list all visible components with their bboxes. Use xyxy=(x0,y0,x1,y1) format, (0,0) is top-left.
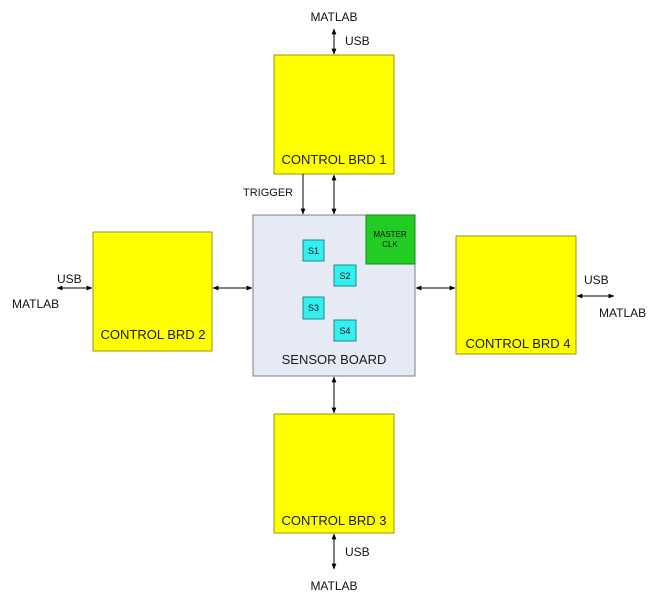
matlab-label-left: MATLAB xyxy=(12,297,59,311)
sensor-s1 xyxy=(302,239,325,262)
sensor-s3-label: S3 xyxy=(308,303,319,313)
control-board-3 xyxy=(273,413,395,534)
sensor-s1-label: S1 xyxy=(308,246,319,256)
control-board-4 xyxy=(455,235,577,355)
control-board-1 xyxy=(273,54,395,175)
sensor-s4-label: S4 xyxy=(339,326,350,336)
sensor-board-label: SENSOR BOARD xyxy=(282,352,387,367)
master-clk-label-line2: CLK xyxy=(382,240,398,249)
matlab-label-top: MATLAB xyxy=(310,10,357,24)
sensor-s2-label: S2 xyxy=(339,271,350,281)
control-board-2 xyxy=(92,231,213,352)
usb-label-right: USB xyxy=(584,273,609,287)
usb-label-top: USB xyxy=(345,34,370,48)
control-board-4-label: CONTROL BRD 4 xyxy=(466,336,571,351)
sensor-s2 xyxy=(333,264,357,287)
master-clk-label-line1: MASTER xyxy=(373,230,407,239)
trigger-label: TRIGGER xyxy=(243,187,293,199)
control-board-3-label: CONTROL BRD 3 xyxy=(282,513,387,528)
master-clk xyxy=(365,214,416,265)
usb-label-bottom: USB xyxy=(345,545,370,559)
control-board-1-label: CONTROL BRD 1 xyxy=(282,152,387,167)
sensor-s4 xyxy=(333,319,357,342)
control-board-2-label: CONTROL BRD 2 xyxy=(101,327,206,342)
sensor-s3 xyxy=(302,296,325,320)
matlab-label-bottom: MATLAB xyxy=(310,579,357,593)
matlab-label-right: MATLAB xyxy=(599,306,646,320)
usb-label-left: USB xyxy=(57,272,82,286)
